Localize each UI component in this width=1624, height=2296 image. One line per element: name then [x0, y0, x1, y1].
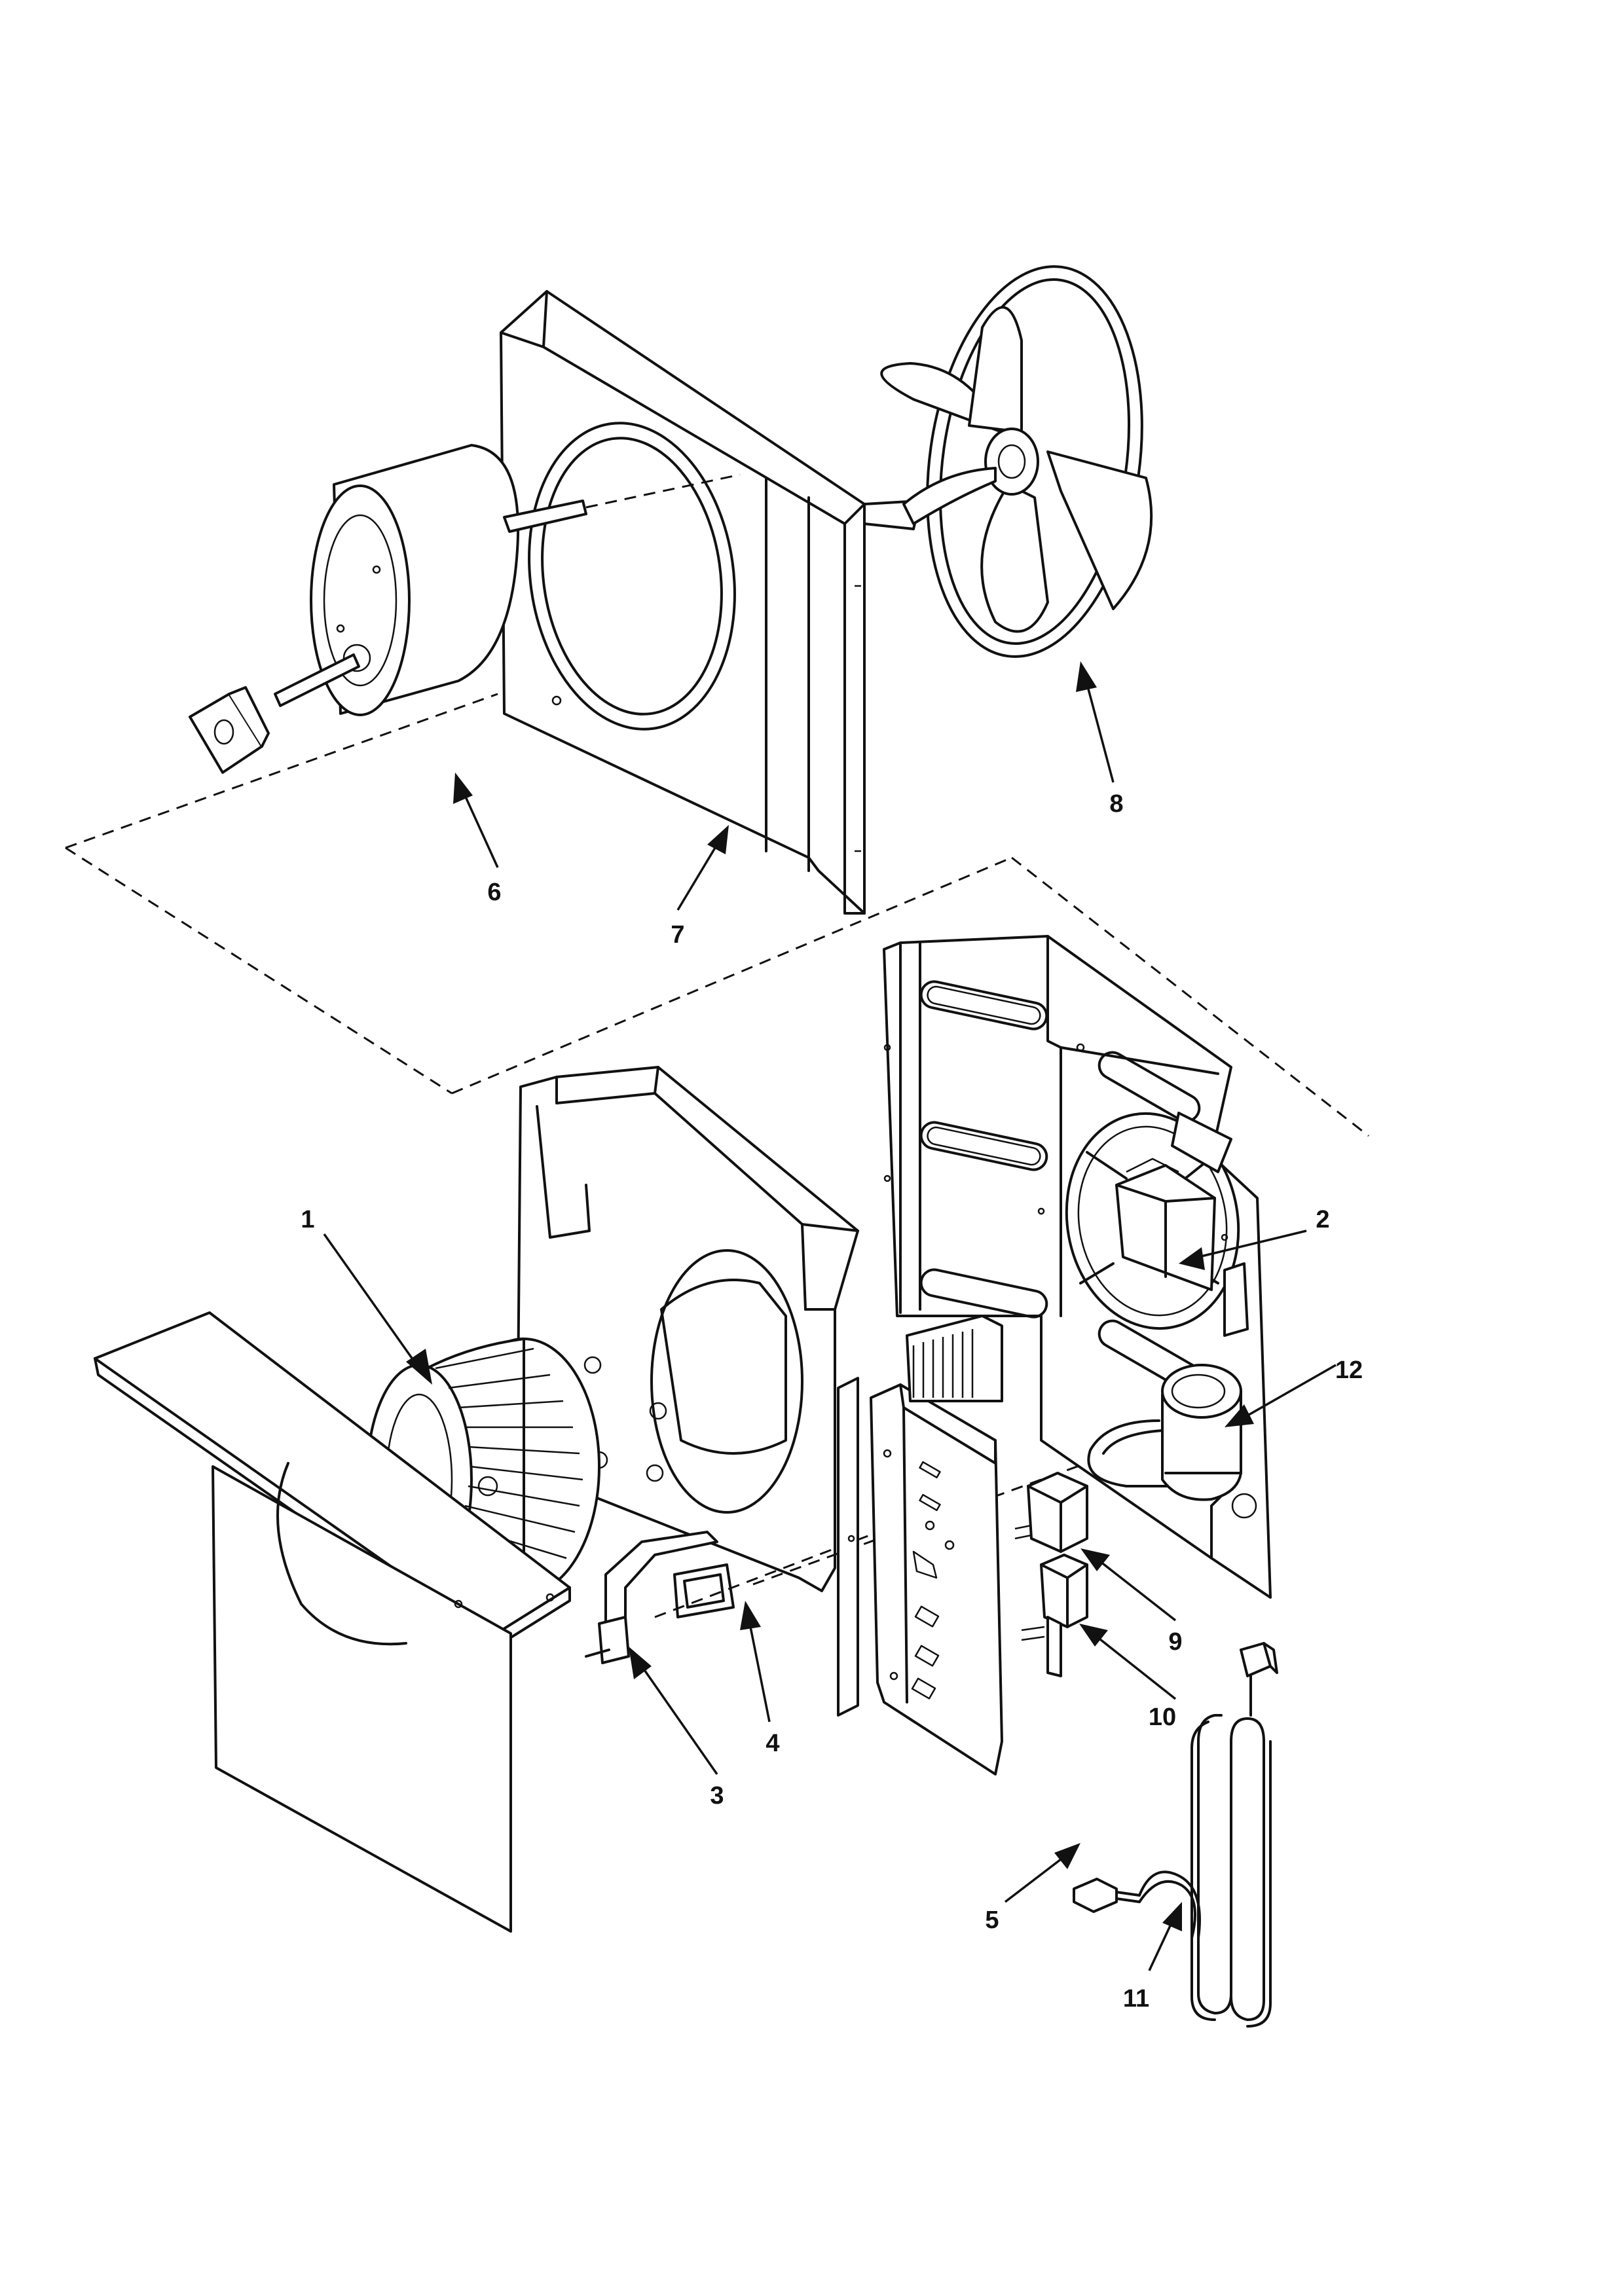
callout-7: 7	[671, 921, 684, 949]
thermostat-sensor	[1073, 1878, 1141, 1913]
callout-leaders	[323, 661, 1337, 1971]
motor-mount-block	[189, 686, 270, 774]
callout-6: 6	[487, 879, 501, 906]
fan-motor	[274, 444, 741, 716]
relay-switch-9	[1014, 1472, 1088, 1553]
capacitor	[1087, 1364, 1242, 1501]
callout-4: 4	[766, 1730, 779, 1757]
callout-11: 11	[1123, 1985, 1149, 2013]
callout-10: 10	[1149, 1704, 1176, 1731]
blower-cover-plate	[94, 1311, 571, 1933]
callout-3: 3	[710, 1782, 724, 1810]
callout-9: 9	[1168, 1628, 1182, 1656]
axial-fan-blade	[880, 265, 1153, 658]
motor-bracket-clip	[585, 1531, 718, 1664]
fan-shroud-panel	[500, 290, 921, 915]
callout-8: 8	[1109, 790, 1123, 818]
coil-block	[906, 1315, 1003, 1402]
callout-1: 1	[301, 1206, 314, 1233]
callout-5: 5	[985, 1906, 999, 1934]
control-box-panel	[837, 1377, 1003, 1776]
callout-labels: 1 2 3 4 5 6 7 8 9 10 11 12	[301, 790, 1363, 2013]
callout-2: 2	[1316, 1206, 1329, 1233]
heater-element	[1138, 1642, 1278, 2028]
callout-12: 12	[1335, 1357, 1363, 1384]
blower-housing	[516, 1066, 859, 1592]
relay-switch-10	[1021, 1554, 1088, 1677]
